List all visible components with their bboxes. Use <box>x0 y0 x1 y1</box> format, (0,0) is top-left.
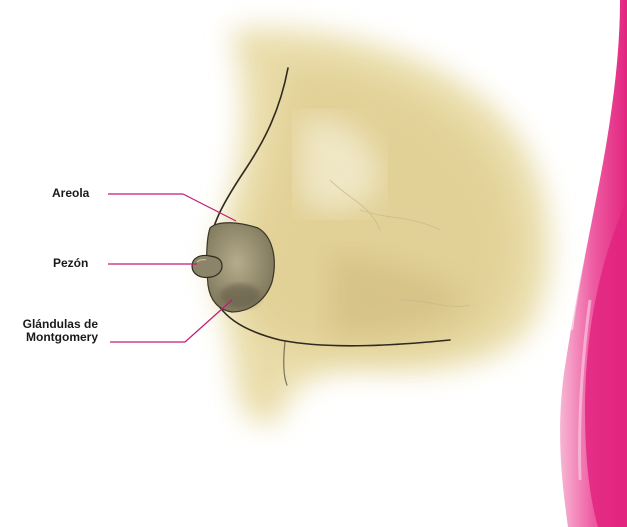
glandulas-leader-diagonal <box>185 300 232 342</box>
skin-area <box>210 28 550 423</box>
label-glandulas-line2: Montgomery <box>12 331 98 344</box>
label-pezon: Pezón <box>53 257 88 270</box>
label-areola: Areola <box>52 187 89 200</box>
pink-decoration <box>560 0 627 527</box>
label-glandulas-de-montgomery: Glándulas de Montgomery <box>12 318 98 344</box>
nipple-shape <box>192 255 222 277</box>
